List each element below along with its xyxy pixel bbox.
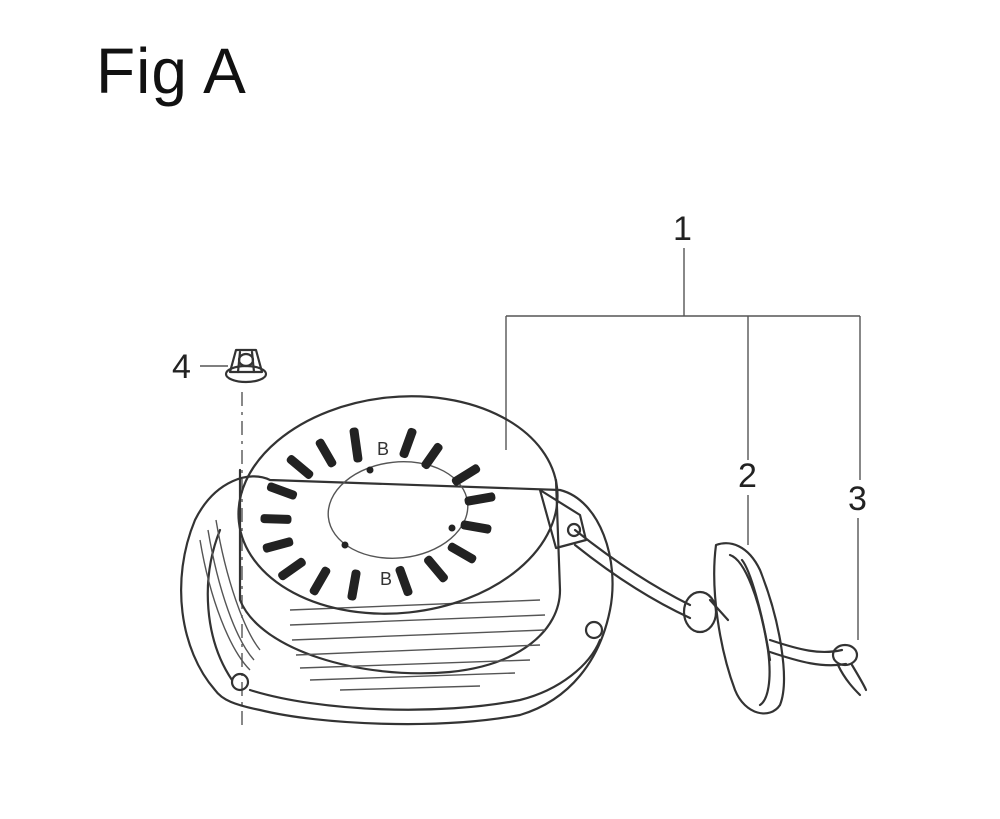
embossed-mark-bottom: B [380, 569, 392, 589]
starter-grip-part [682, 542, 786, 715]
embossed-mark-top: B [377, 439, 389, 459]
housing-fins [199, 519, 546, 691]
callout-2: 2 [738, 457, 757, 495]
vent-slots [260, 427, 496, 601]
figure-title: Fig A [96, 35, 247, 107]
starter-rope-part [573, 528, 868, 697]
recoil-starter-part: B B [180, 395, 614, 726]
callout-1-leader [505, 248, 861, 480]
callout-1: 1 [673, 210, 692, 248]
callout-4: 4 [172, 348, 191, 386]
callout-3: 3 [848, 480, 867, 518]
flange-nut-part [224, 348, 268, 384]
